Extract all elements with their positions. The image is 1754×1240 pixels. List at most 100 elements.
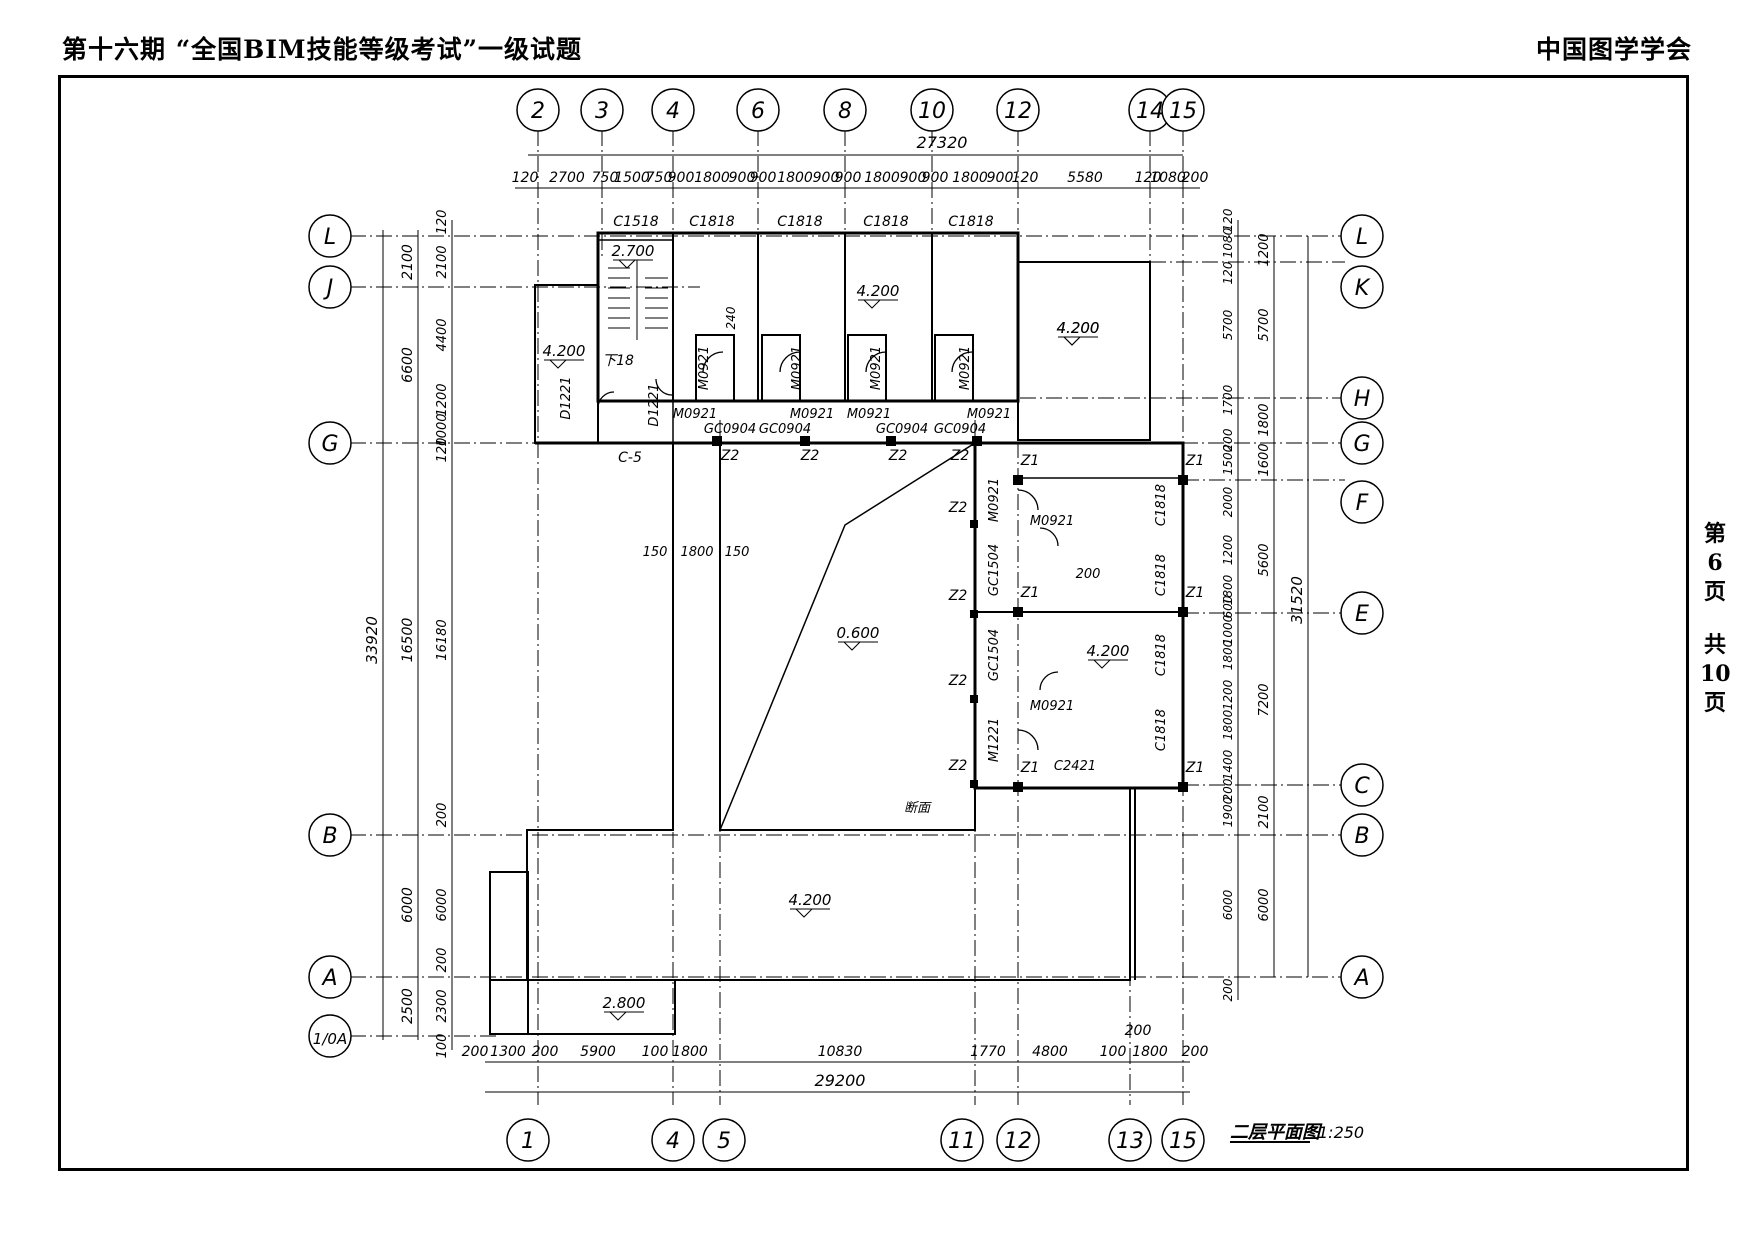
- dim-top-7: 900: [729, 170, 756, 186]
- column-label-6: Z2: [948, 673, 968, 689]
- elevation-mark-3: [548, 359, 568, 369]
- axis-bubble-left-2: [308, 421, 352, 465]
- axis-bubble-left-5-label: 1/0A: [313, 1030, 347, 1048]
- gc-window-1: GC0904: [759, 422, 811, 437]
- axis-bubble-right-2: [1340, 376, 1384, 420]
- gc-window-5: GC1504: [987, 629, 1002, 681]
- dim-right-inner-9: 1800: [1221, 574, 1235, 605]
- page-gong: 共: [1703, 632, 1726, 658]
- dim-left-mid-2: 16500: [400, 618, 416, 663]
- gc-window-4: GC1504: [987, 544, 1002, 596]
- dim-top-3: 1500: [614, 170, 650, 186]
- axis-bubble-right-1: [1340, 265, 1384, 309]
- axis-bubble-right-6: [1340, 763, 1384, 807]
- door-label-1: M0921: [790, 346, 805, 390]
- elevation-mark-4: [1062, 336, 1082, 346]
- axis-bubble-left-0-label: L: [324, 225, 336, 250]
- publisher-name: 中国图学学会: [1535, 35, 1692, 64]
- dim-bottom-0: 200: [462, 1044, 489, 1060]
- dim-bottom-8: 4800: [1032, 1044, 1068, 1060]
- drawing-title-group: 二层平面图 1:250: [1230, 1122, 1364, 1143]
- door-label-0: M0921: [697, 346, 712, 390]
- axis-bubble-bottom-13: [1108, 1118, 1152, 1162]
- dim-bottom-1: 1300: [490, 1044, 526, 1060]
- dim-right-mid-0: 1200: [1257, 233, 1272, 266]
- axis-bubble-bottom-1-label: 1: [521, 1129, 535, 1154]
- elevation-2: 4.200: [1057, 319, 1100, 337]
- dim-right-mid-4: 5600: [1257, 543, 1272, 576]
- dim-right-mid-1: 5700: [1257, 308, 1272, 341]
- axis-bubble-top-15: [1161, 88, 1205, 132]
- right-window-1: C1818: [1154, 554, 1169, 596]
- dim-right-inner-10: 600: [1221, 595, 1235, 618]
- dim-left-inner-1: 2100: [435, 245, 450, 278]
- axis-bubble-left-3: [308, 813, 352, 857]
- dim-right-inner-15: 1400: [1221, 749, 1235, 780]
- label-c5: C-5: [618, 450, 642, 466]
- dim-left-inner-0: 120: [435, 210, 450, 235]
- door-label-6: M0921: [847, 407, 891, 422]
- dim-right-inner-12: 1800: [1221, 639, 1235, 670]
- column-label-8: Z1: [1020, 453, 1040, 469]
- axis-bubble-right-2-label: H: [1354, 387, 1371, 412]
- elevation-mark-6: [1092, 659, 1112, 669]
- axis-bubble-right-8: [1340, 955, 1384, 999]
- elevation-3: 4.200: [543, 342, 586, 360]
- axis-bubble-right-7: [1340, 813, 1384, 857]
- axis-bubble-right-5-label: E: [1355, 602, 1369, 627]
- door-label-3: M0921: [958, 346, 973, 390]
- axis-bubble-bottom-1: [506, 1118, 550, 1162]
- elevation-6: 4.200: [1087, 642, 1130, 660]
- dim-left-inner-6: 16180: [435, 619, 450, 660]
- right-window-4: C2421: [1054, 759, 1096, 774]
- column-label-12: Z1: [1020, 760, 1040, 776]
- axis-bubble-left-2-label: G: [321, 432, 338, 457]
- dim-right-inner-6: 1500: [1221, 444, 1235, 475]
- dim-top-2: 750: [592, 170, 619, 186]
- door-label-8: M0921: [987, 478, 1002, 522]
- axis-bubble-bottom-4: [651, 1118, 695, 1162]
- stair: [608, 260, 668, 340]
- dim-top-14: 900: [922, 170, 949, 186]
- axis-bubble-right-5: [1340, 591, 1384, 635]
- dim-right-mid-6: 2100: [1257, 795, 1272, 828]
- dim-right-inner-11: 1000: [1221, 614, 1235, 645]
- elevation-mark-7: [794, 908, 814, 918]
- dim-top-12: 1800: [864, 170, 900, 186]
- window-label-top-3: C1818: [863, 214, 908, 230]
- dim-top-6: 1800: [694, 170, 730, 186]
- column-label-4: Z2: [948, 500, 968, 516]
- dim-left-mid-3: 6000: [400, 887, 416, 923]
- column-label-5: Z2: [948, 588, 968, 604]
- dim-top-overall: 27320: [917, 133, 968, 152]
- door-swings: [597, 351, 1059, 751]
- door-label-4: M0921: [673, 407, 717, 422]
- axis-grid: [350, 130, 1345, 1105]
- dim-top-8: 900: [750, 170, 777, 186]
- axis-bubble-bottom-15-label: 15: [1169, 1129, 1197, 1154]
- dim-top-1: 2700: [549, 170, 585, 186]
- drawing-scale: 1:250: [1318, 1123, 1364, 1142]
- axis-bubble-bottom-4-label: 4: [666, 1129, 680, 1154]
- dim-bottom-6: 10830: [818, 1044, 863, 1060]
- dim-top-16: 900: [987, 170, 1014, 186]
- dim-right-mid-7: 6000: [1257, 888, 1272, 921]
- dim-left-inner-11: 100: [435, 1034, 450, 1059]
- dim-left-inner-8: 6000: [435, 888, 450, 921]
- dim-left-inner-4: 1000: [435, 413, 450, 446]
- dim-bottom-overall: 29200: [815, 1071, 866, 1090]
- elevation-mark-2: [1062, 336, 1082, 346]
- elevation-7: 4.200: [789, 891, 832, 909]
- axis-bubble-right-4-label: F: [1356, 491, 1369, 516]
- axis-bubble-left-3-label: B: [322, 824, 337, 849]
- column-label-11: Z1: [1185, 585, 1205, 601]
- window-label-top-2: C1818: [777, 214, 822, 230]
- axis-bubble-left-4-label: A: [320, 966, 337, 991]
- dim-top-9: 1800: [777, 170, 813, 186]
- axis-bubble-right-4: [1340, 480, 1384, 524]
- door-label-7: M0921: [967, 407, 1011, 422]
- dim-right-inner-14: 1800: [1221, 709, 1235, 740]
- axis-bubble-right-3: [1340, 421, 1384, 465]
- elevation-5: 0.600: [837, 624, 880, 642]
